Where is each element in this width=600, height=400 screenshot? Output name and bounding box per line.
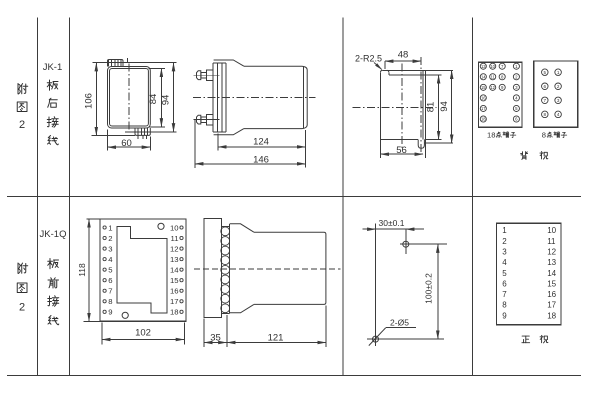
- svg-text:18: 18: [481, 117, 486, 122]
- svg-text:16: 16: [481, 95, 486, 100]
- svg-text:6: 6: [502, 279, 507, 288]
- svg-text:1: 1: [108, 223, 112, 232]
- svg-text:17: 17: [481, 106, 486, 111]
- svg-text:15: 15: [170, 276, 179, 285]
- svg-text:4: 4: [515, 95, 518, 100]
- svg-text:11: 11: [547, 237, 556, 246]
- svg-text:3: 3: [557, 98, 560, 103]
- svg-text:6: 6: [515, 117, 518, 122]
- svg-text:5: 5: [108, 265, 112, 274]
- svg-text:5: 5: [502, 269, 507, 278]
- svg-text:6: 6: [108, 276, 112, 285]
- svg-text:7: 7: [108, 287, 112, 296]
- svg-text:1: 1: [502, 226, 507, 235]
- svg-text:5: 5: [515, 106, 518, 111]
- svg-text:94: 94: [161, 95, 172, 106]
- svg-text:12: 12: [170, 244, 179, 253]
- svg-text:13: 13: [547, 258, 556, 267]
- svg-text:84: 84: [148, 94, 159, 105]
- svg-text:14: 14: [170, 265, 179, 274]
- svg-text:9: 9: [108, 308, 112, 317]
- svg-text:10: 10: [170, 223, 179, 232]
- svg-text:14: 14: [547, 269, 556, 278]
- svg-text:1: 1: [515, 64, 518, 69]
- svg-text:9: 9: [501, 85, 504, 90]
- svg-text:12: 12: [490, 85, 495, 90]
- svg-text:17: 17: [547, 301, 556, 310]
- svg-text:7: 7: [501, 64, 504, 69]
- svg-text:124: 124: [253, 137, 269, 148]
- svg-text:5: 5: [544, 70, 547, 75]
- svg-text:13: 13: [481, 64, 486, 69]
- svg-text:106: 106: [83, 93, 94, 109]
- svg-text:3: 3: [502, 247, 507, 256]
- svg-text:13: 13: [170, 255, 179, 264]
- svg-text:8: 8: [108, 297, 112, 306]
- svg-text:8: 8: [502, 301, 507, 310]
- svg-text:18: 18: [487, 130, 495, 139]
- svg-text:2: 2: [557, 84, 560, 89]
- svg-text:8: 8: [544, 112, 547, 117]
- svg-text:4: 4: [502, 258, 507, 267]
- svg-text:4: 4: [557, 112, 560, 117]
- svg-text:7: 7: [502, 290, 507, 299]
- svg-text:18: 18: [170, 308, 179, 317]
- svg-text:14: 14: [481, 74, 486, 79]
- svg-text:1: 1: [557, 70, 560, 75]
- svg-text:2: 2: [19, 119, 25, 131]
- svg-text:118: 118: [77, 263, 87, 277]
- svg-text:10: 10: [547, 226, 556, 235]
- svg-text:2: 2: [108, 234, 112, 243]
- svg-text:7: 7: [544, 98, 547, 103]
- svg-text:3: 3: [108, 244, 112, 253]
- svg-text:16: 16: [547, 290, 556, 299]
- svg-text:3: 3: [515, 85, 518, 90]
- svg-text:2: 2: [502, 237, 507, 246]
- svg-text:15: 15: [547, 279, 556, 288]
- svg-text:9: 9: [502, 311, 507, 320]
- svg-text:12: 12: [547, 247, 556, 256]
- svg-text:JK-1Q: JK-1Q: [40, 229, 67, 240]
- svg-text:30±0.1: 30±0.1: [379, 218, 405, 228]
- svg-text:81: 81: [426, 102, 437, 113]
- svg-text:94: 94: [439, 101, 450, 112]
- svg-text:8: 8: [501, 74, 504, 79]
- svg-text:16: 16: [170, 287, 179, 296]
- svg-text:11: 11: [171, 234, 179, 243]
- svg-text:JK-1: JK-1: [43, 62, 63, 73]
- svg-text:2: 2: [19, 302, 25, 314]
- svg-text:102: 102: [135, 328, 151, 339]
- svg-text:2-R2.5: 2-R2.5: [355, 53, 382, 63]
- svg-text:15: 15: [481, 85, 486, 90]
- svg-text:6: 6: [544, 84, 547, 89]
- svg-text:146: 146: [253, 154, 269, 165]
- svg-text:18: 18: [547, 311, 556, 320]
- svg-text:60: 60: [121, 138, 132, 149]
- svg-text:11: 11: [491, 74, 496, 79]
- svg-text:10: 10: [490, 64, 495, 69]
- svg-text:2: 2: [515, 74, 518, 79]
- svg-text:2-Ø5: 2-Ø5: [390, 317, 409, 327]
- svg-text:8: 8: [542, 130, 546, 139]
- svg-text:100±0.2: 100±0.2: [423, 273, 433, 304]
- svg-text:35: 35: [210, 332, 221, 343]
- svg-text:17: 17: [170, 297, 179, 306]
- svg-text:48: 48: [398, 50, 409, 61]
- svg-text:4: 4: [108, 255, 113, 264]
- svg-text:121: 121: [268, 332, 284, 343]
- svg-text:56: 56: [396, 145, 407, 156]
